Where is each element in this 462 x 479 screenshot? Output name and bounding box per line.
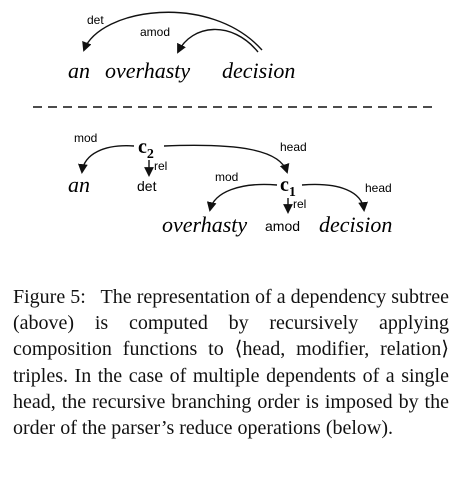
amod-arc <box>177 28 259 54</box>
mod-arc-mid <box>206 183 278 212</box>
c2-node: c2 <box>138 136 154 162</box>
word-decision: decision <box>222 58 295 83</box>
figure-caption: Figure 5: The representation of a depend… <box>13 284 449 441</box>
rel-label-c1: rel <box>293 197 306 211</box>
bottom-word-overhasty: overhasty <box>162 212 247 237</box>
bottom-composition-tree: c2 mod head rel an det c1 mod head rel o… <box>68 131 392 237</box>
top-dependency-tree: det amod an overhasty decision <box>68 11 295 83</box>
mod-label-left: mod <box>74 131 97 145</box>
word-an: an <box>68 58 90 83</box>
c1-node: c1 <box>280 174 296 200</box>
det-relation: det <box>137 178 157 194</box>
bottom-word-an: an <box>68 172 90 197</box>
head-arc-top <box>163 144 290 174</box>
head-label-right: head <box>365 181 392 195</box>
mod-arc-left <box>78 145 135 174</box>
head-label-top: head <box>280 140 307 154</box>
dependency-figure: det amod an overhasty decision c2 mod he… <box>33 11 432 237</box>
amod-arc-label: amod <box>140 25 170 39</box>
det-arc-label: det <box>87 13 104 27</box>
word-overhasty: overhasty <box>105 58 190 83</box>
mod-label-mid: mod <box>215 170 238 184</box>
head-arc-right <box>301 183 368 212</box>
caption-text: The representation of a dependency subtr… <box>13 286 449 440</box>
amod-relation: amod <box>265 218 300 234</box>
caption-label: Figure 5: <box>13 286 86 308</box>
bottom-word-decision: decision <box>319 212 392 237</box>
det-arc <box>82 11 263 52</box>
rel-label-c2: rel <box>154 159 167 173</box>
